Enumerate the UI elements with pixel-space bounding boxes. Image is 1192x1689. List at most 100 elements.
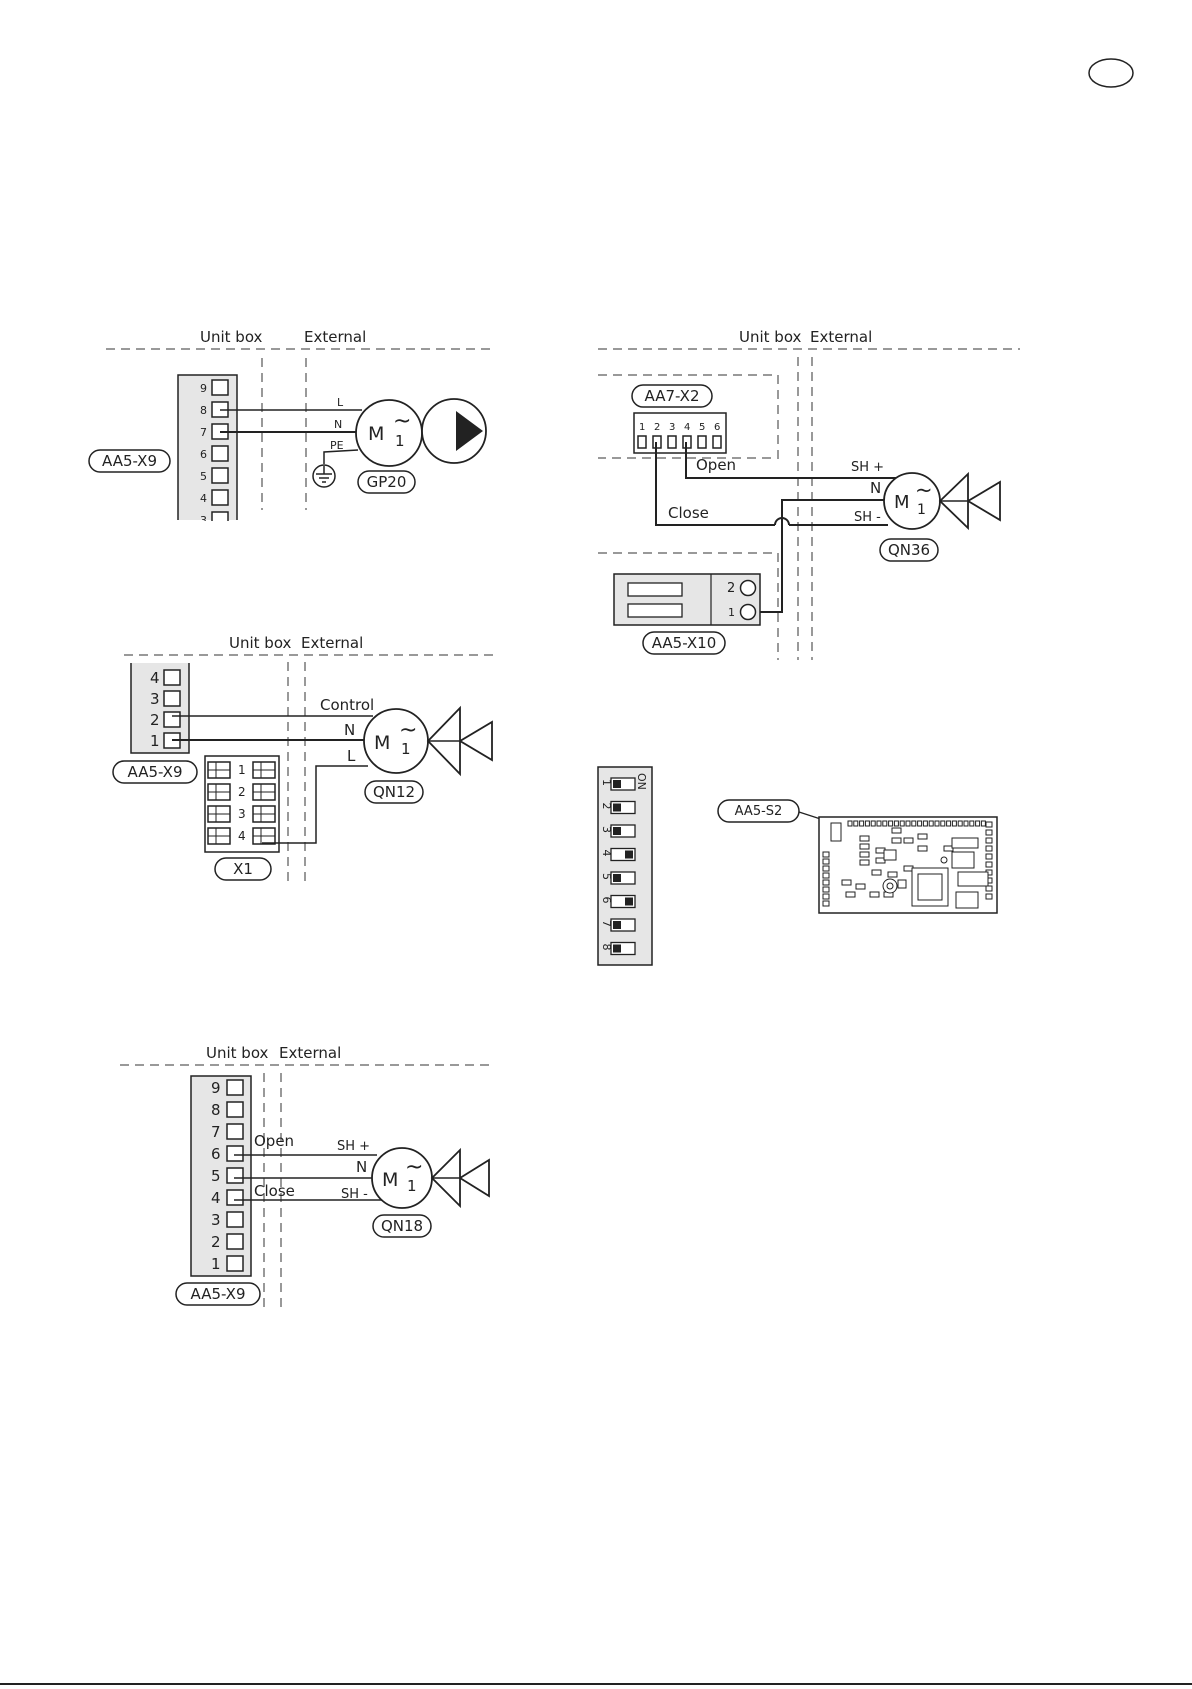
x1-number: 4 (238, 829, 246, 843)
connector-number: 4 (684, 422, 690, 433)
pcb-component (859, 820, 865, 827)
dip-knob (613, 803, 621, 812)
motor-phase: 1 (401, 740, 411, 758)
header-unit-box: Unit box (206, 1044, 269, 1062)
wire-label-close: Close (668, 504, 709, 522)
dip-knob (613, 827, 621, 835)
pcb-component (822, 872, 830, 879)
header-unit-box: Unit box (200, 328, 263, 346)
connector-pin-3 (667, 435, 677, 449)
pcb-component (985, 837, 993, 844)
terminal-3 (226, 1211, 244, 1228)
dip-knob (613, 780, 621, 788)
x1-number: 2 (238, 785, 246, 799)
pcb-component (822, 893, 830, 900)
aa5-x10-terminal-2 (739, 579, 757, 597)
device-tag (357, 470, 416, 494)
terminal-number: 5 (211, 1167, 221, 1185)
motor-letter: M (374, 732, 390, 754)
pcb-component (891, 827, 902, 834)
header-external: External (810, 328, 872, 346)
device-tag-label: QN18 (381, 1217, 423, 1235)
connector-pin-6 (712, 435, 722, 449)
x1-number: 1 (238, 763, 246, 777)
pcb-component (893, 820, 899, 827)
pcb-component (864, 820, 870, 827)
pcb-component (822, 858, 830, 865)
terminal-number: 7 (200, 426, 207, 439)
strip-tag (88, 449, 171, 473)
motor-ac-symbol: ~ (405, 1155, 423, 1180)
terminal-2 (163, 711, 181, 728)
valve-icon (430, 1147, 490, 1209)
pcb-component (859, 851, 870, 858)
device-tag (372, 1214, 432, 1238)
aa5-area (598, 552, 779, 660)
dip-knob (625, 897, 633, 906)
terminal-5 (211, 467, 229, 484)
motor-letter: M (894, 492, 910, 513)
x1-tag (214, 857, 272, 881)
dip-switch-block (597, 766, 653, 966)
pcb-component (934, 820, 940, 827)
terminal-number: 2 (211, 1233, 221, 1251)
pcb-component (876, 820, 882, 827)
switch-tag-label: AA5-S2 (735, 804, 783, 819)
terminal-number: 3 (211, 1211, 221, 1229)
connector-tag (631, 384, 713, 408)
terminal-5 (226, 1167, 244, 1184)
pcb-component (859, 859, 870, 866)
wire-n (756, 499, 884, 613)
strip-tag-label: AA5-X9 (191, 1285, 246, 1303)
terminal-1 (226, 1255, 244, 1272)
terminal-number: 1 (211, 1255, 221, 1273)
pcb-component (985, 853, 993, 860)
terminal-number: 9 (211, 1079, 221, 1097)
motor-ac-symbol: ~ (399, 718, 417, 743)
terminal-number: 3 (200, 514, 207, 527)
dip-number: 3 (600, 826, 613, 833)
motor-phase: 1 (395, 432, 405, 450)
terminal-number: 2 (150, 711, 160, 729)
pcb-component (822, 865, 830, 872)
strip-tag (112, 760, 198, 784)
motor-letter: M (368, 423, 384, 445)
pcb-component (985, 893, 993, 900)
dip-number: 1 (600, 779, 613, 786)
terminal-4 (163, 669, 181, 686)
wire-label-control: Control (320, 696, 374, 714)
header-unit-box: Unit box (229, 634, 292, 652)
aa5-x10-slot (627, 603, 683, 618)
x10-tag (642, 631, 726, 655)
pcb-board-icon (818, 816, 998, 914)
aa7-area (598, 374, 779, 459)
wire-label-open: Open (696, 456, 736, 474)
pcb-component (955, 891, 979, 909)
device-tag-label: GP20 (367, 473, 407, 491)
pcb-component (951, 837, 979, 849)
switch-tag (717, 799, 800, 823)
motor-ac-symbol: ~ (393, 409, 411, 434)
terminal-3 (163, 690, 181, 707)
strip-tag (175, 1282, 261, 1306)
terminal-9 (211, 379, 229, 396)
pcb-component (822, 879, 830, 886)
terminal-8 (226, 1101, 244, 1118)
pcb-component (853, 820, 859, 827)
pcb-component (841, 879, 852, 886)
wire-label-n: N (356, 1158, 367, 1176)
dip-number: 2 (600, 803, 613, 810)
wire-label-sh-plus: SH + (851, 460, 884, 475)
pcb-component (870, 820, 876, 827)
terminal-6 (226, 1145, 244, 1162)
pcb-component (847, 820, 853, 827)
wire-l (262, 765, 368, 844)
pcb-component (822, 851, 830, 858)
valve-icon (938, 471, 1001, 531)
dip-number: 5 (600, 873, 613, 880)
device-tag-label: QN36 (888, 541, 930, 559)
pcb-component (985, 845, 993, 852)
pcb-component (871, 869, 882, 876)
